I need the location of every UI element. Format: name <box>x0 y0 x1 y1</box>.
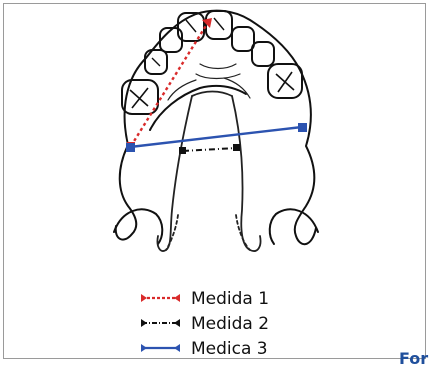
tooth-canine-right <box>252 42 274 66</box>
legend-item-2: Medida 2 <box>141 314 269 334</box>
tooth-lateral-right <box>232 27 254 51</box>
legend-swatch-1-end <box>174 294 180 302</box>
legend-swatch-3-end <box>174 344 180 352</box>
legend-label-2: Medida 2 <box>191 314 269 334</box>
legend-swatch-2-end <box>174 319 180 327</box>
brand-logo-fragment: For <box>399 349 428 365</box>
measure-2-end-marker <box>233 144 240 151</box>
measure-2-start-marker <box>179 147 186 154</box>
measure-2-line <box>183 148 236 151</box>
legend-label-3: Medica 3 <box>191 339 268 359</box>
measure-1-line <box>131 24 207 146</box>
legend-swatch-1-start <box>141 294 147 302</box>
legend-swatch-3-start <box>141 344 147 352</box>
measure-3-line <box>130 127 302 147</box>
measure-3-start-marker <box>126 143 135 152</box>
legend-label-1: Medida 1 <box>191 289 269 309</box>
legend-swatch-2-start <box>141 319 147 327</box>
legend-item-1: Medida 1 <box>141 289 269 309</box>
maxilla-outline <box>114 11 318 245</box>
measure-3-end-marker <box>298 123 307 132</box>
teeth <box>122 11 302 114</box>
legend-item-3: Medica 3 <box>141 339 268 359</box>
legend: Medida 1 Medida 2 Medica 3 <box>141 289 269 359</box>
palatal-ridges <box>157 64 260 251</box>
